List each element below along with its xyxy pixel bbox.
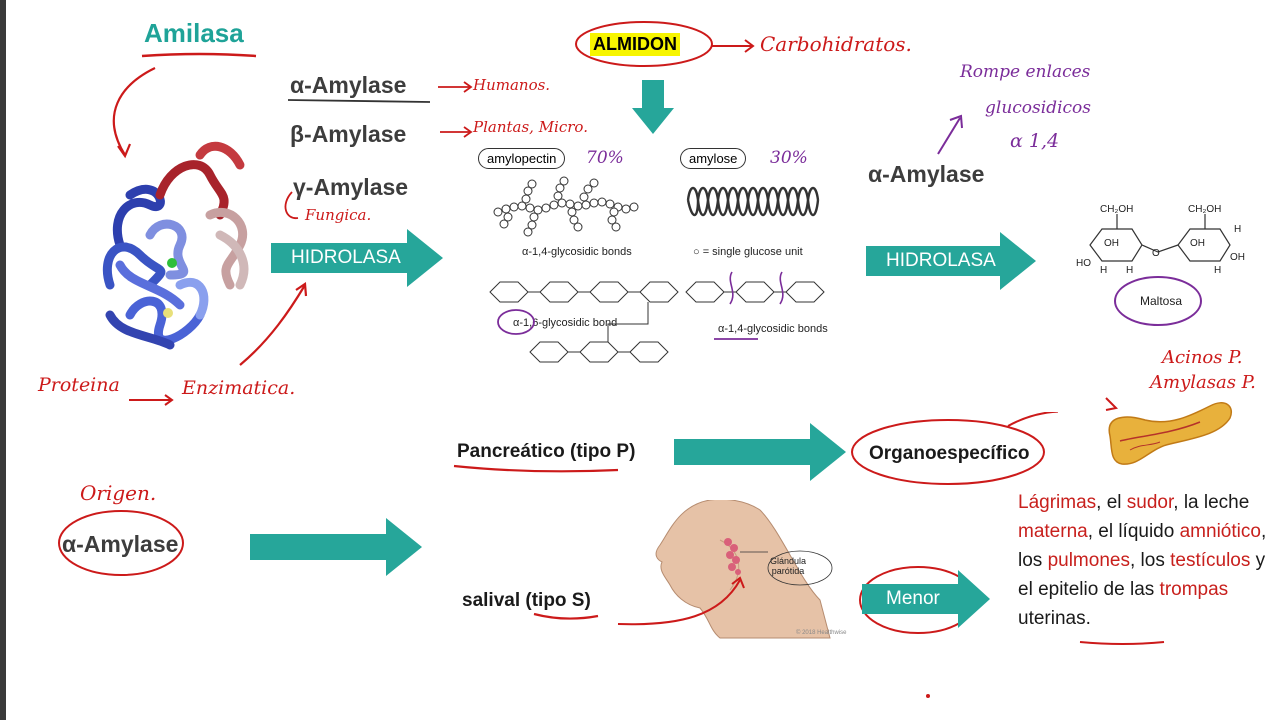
origin-circle xyxy=(58,510,184,576)
annotation-arrows xyxy=(112,67,308,366)
salivary-annotation xyxy=(533,576,745,626)
glucose-rings-diagram xyxy=(489,271,825,363)
pancreatic-arrow xyxy=(674,423,846,481)
breaks-line2: glucosidicos xyxy=(985,98,1091,118)
organ-specific-label: Organoespecífico xyxy=(869,443,1030,464)
almidon-circle xyxy=(575,21,755,67)
organ-specific-circle xyxy=(851,412,1058,485)
single-glucose-label: ○ = single glucose unit xyxy=(693,246,803,258)
note-part: , la leche xyxy=(1173,492,1250,513)
acinos-note: Acinos P. xyxy=(1162,347,1243,368)
maltose-label: Maltosa xyxy=(1140,294,1183,308)
alpha-amylase-origin: α-Amylase xyxy=(62,531,179,557)
bonds-14b-label: α-1,4-glycosidic bonds xyxy=(718,323,828,335)
pancreas-arrowhead xyxy=(1105,397,1119,411)
down-arrow xyxy=(632,80,674,134)
gamma-amylase-label: γ-Amylase xyxy=(293,174,409,200)
maltose-h-4: H xyxy=(1214,265,1221,276)
bond-16-circle xyxy=(497,309,535,335)
amylopectin-pct: 70% xyxy=(586,148,624,168)
amylopectin-chain xyxy=(493,176,639,237)
window-edge xyxy=(0,0,6,720)
amylose-pct: 30% xyxy=(770,148,808,168)
pancreatic-type-label: Pancreático (tipo P) xyxy=(457,441,636,462)
beta-note: Plantas, Micro. xyxy=(473,118,588,136)
maltose-oh-2: OH xyxy=(1230,252,1245,263)
alpha-amylase-right: α-Amylase xyxy=(868,161,985,187)
amylose-pill: amylose xyxy=(680,148,747,169)
maltose-ch2oh-1: CH₂OH xyxy=(1100,204,1133,215)
note-part: , los xyxy=(1129,550,1171,571)
maltose-structure: CH₂OH CH₂OH O HO OH OH OH H H H H xyxy=(1076,204,1245,276)
maltose-oh-1: OH xyxy=(1104,238,1119,249)
alpha-amylase-label: α-Amylase xyxy=(290,72,407,98)
hidrolasa-label-right: HIDROLASA xyxy=(886,250,996,271)
carbs-note: Carbohidratos. xyxy=(760,32,912,56)
protein-note: Proteina xyxy=(38,374,120,396)
gland-label: Glándula parótida xyxy=(770,556,806,576)
note-part: , los xyxy=(1018,521,1267,571)
gland-label-line1: Glándula xyxy=(770,556,807,566)
note-testiculos: testículos xyxy=(1170,550,1251,571)
bonds-14-label: α-1,4-glycosidic bonds xyxy=(522,246,632,258)
protein-arrow xyxy=(129,394,174,406)
amylase-protein-structure xyxy=(102,141,249,350)
note-materna: materna xyxy=(1018,521,1088,542)
bond-16-label: α-1,6-glycosidic bond xyxy=(513,317,618,329)
amylases-note: Amylasas P. xyxy=(1150,372,1256,393)
menor-label: Menor xyxy=(886,588,940,609)
note-pulmones: pulmones xyxy=(1047,550,1130,571)
maltose-h-1: H xyxy=(1126,265,1133,276)
title-underline xyxy=(141,52,257,58)
copyright-text: © 2018 Healthwise xyxy=(796,630,847,636)
amylopectin-label: amylopectin xyxy=(478,148,566,169)
enzyme-annotation-marks xyxy=(284,81,473,219)
gland-label-circle xyxy=(767,550,833,586)
note-part: , el líquido xyxy=(1087,521,1180,542)
gland-label-line2: parótida xyxy=(771,566,805,576)
note-part: y el epitelio de las xyxy=(1018,550,1266,600)
almidon-label: ALMIDON xyxy=(590,33,680,56)
maltose-circle xyxy=(1114,276,1202,326)
note-part: , el xyxy=(1096,492,1127,513)
note-underline xyxy=(1079,641,1165,645)
note-amniotico: amniótico xyxy=(1179,521,1261,542)
origin-arrow xyxy=(250,518,422,576)
amylopectin-pill: amylopectin xyxy=(478,148,566,169)
maltose-ho: HO xyxy=(1076,258,1091,269)
gamma-note: Fungica. xyxy=(305,206,372,224)
hidrolasa-label-left: HIDROLASA xyxy=(291,247,401,268)
page-title: Amilasa xyxy=(144,18,244,48)
salivary-type-label: salival (tipo S) xyxy=(462,590,591,611)
amylose-helix xyxy=(686,186,820,217)
pancreatic-underline xyxy=(453,464,619,473)
pancreas-illustration xyxy=(1108,402,1232,465)
maltose-h-3: H xyxy=(1234,224,1241,235)
hidrolasa-arrow-left: HIDROLASA xyxy=(271,229,443,287)
maltose-ch2oh-2: CH₂OH xyxy=(1188,204,1221,215)
breaks-line1: Rompe enlaces xyxy=(960,62,1091,82)
note-sudor: sudor xyxy=(1126,492,1174,513)
note-trompas: trompas xyxy=(1159,579,1229,600)
maltose-o-link: O xyxy=(1152,248,1160,259)
breaks-line3: α 1,4 xyxy=(1010,130,1060,152)
maltose-oh-3: OH xyxy=(1190,238,1205,249)
note-lagrimas: Lágrimas xyxy=(1018,492,1097,513)
enzymatic-note: Enzimatica. xyxy=(182,377,296,399)
alpha-note: Humanos. xyxy=(473,76,551,94)
beta-amylase-label: β-Amylase xyxy=(290,121,407,147)
hidrolasa-arrow-right: HIDROLASA xyxy=(866,232,1036,290)
breaks-arrow xyxy=(937,114,963,155)
secretion-locations-text: Lágrimas, el sudor, la leche materna, el… xyxy=(1018,488,1278,633)
note-part: uterinas. xyxy=(1018,608,1091,629)
amylose-label: amylose xyxy=(680,148,747,169)
maltose-h-2: H xyxy=(1100,265,1107,276)
bonds-14-underline xyxy=(714,338,758,340)
origin-note: Origen. xyxy=(80,481,157,505)
parotid-illustration xyxy=(655,500,831,639)
stray-dot xyxy=(926,694,930,698)
menor-arrow: Menor xyxy=(862,570,990,628)
